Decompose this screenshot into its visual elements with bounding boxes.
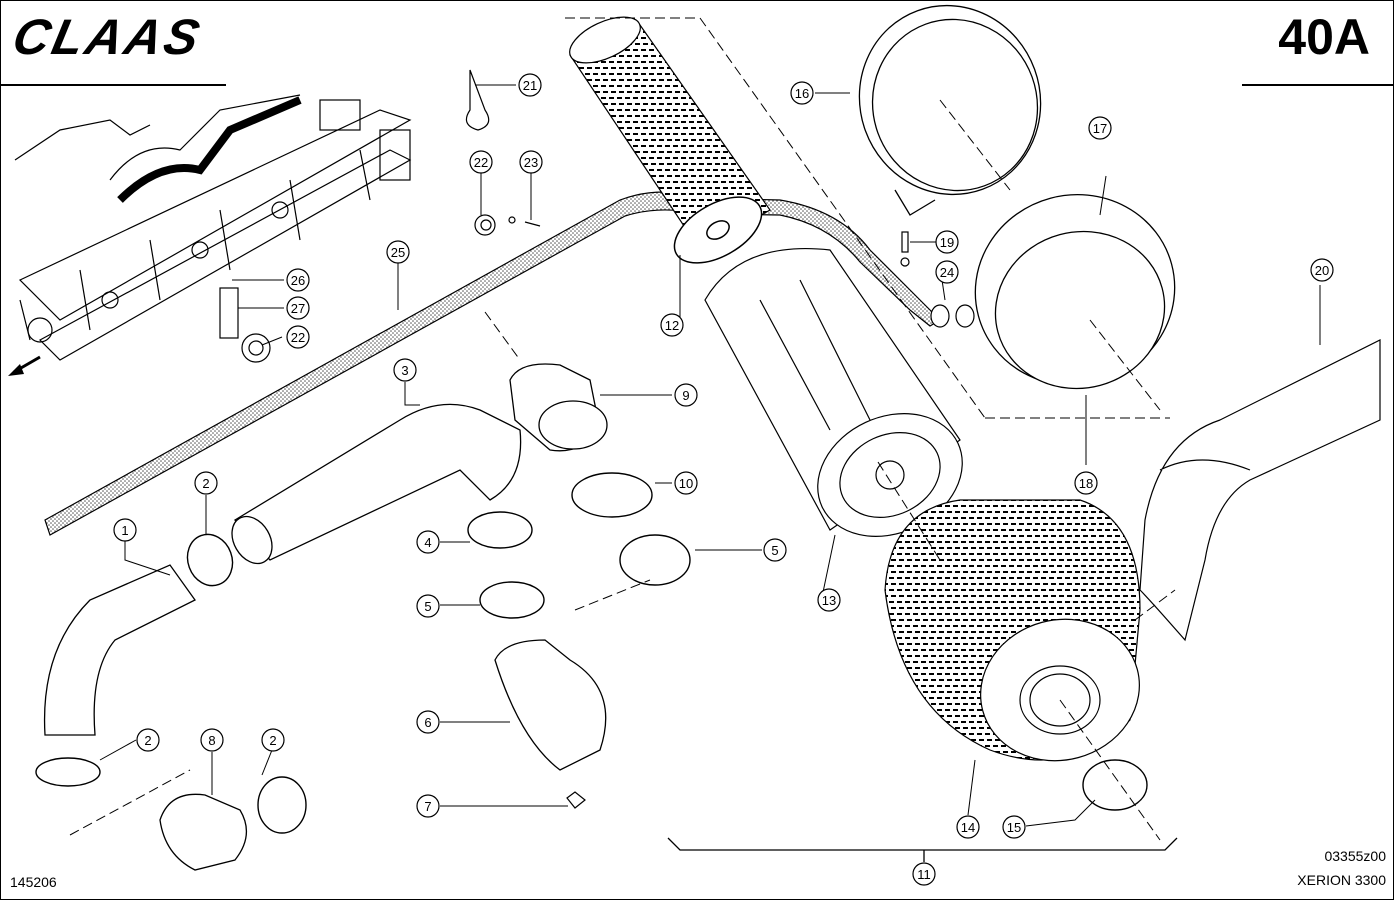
callout-2-a: 2: [194, 471, 218, 495]
svg-text:13: 13: [822, 593, 836, 608]
svg-text:5: 5: [424, 599, 431, 614]
svg-text:12: 12: [665, 318, 679, 333]
callout-5-a: 5: [416, 594, 440, 618]
callout-21: 21: [518, 73, 542, 97]
callout-12: 12: [660, 313, 684, 337]
callout-9: 9: [674, 383, 698, 407]
svg-text:1: 1: [121, 523, 128, 538]
svg-text:2: 2: [202, 476, 209, 491]
svg-text:21: 21: [523, 78, 537, 93]
svg-text:17: 17: [1093, 121, 1107, 136]
svg-text:2: 2: [269, 733, 276, 748]
callout-20: 20: [1310, 258, 1334, 282]
part-17-cover: [974, 194, 1176, 390]
svg-text:11: 11: [917, 867, 931, 882]
callout-22-a: 22: [469, 150, 493, 174]
callout-14: 14: [956, 815, 980, 839]
callout-2-b: 2: [136, 728, 160, 752]
svg-text:18: 18: [1079, 476, 1093, 491]
model-name: XERION 3300: [1297, 872, 1386, 888]
callout-23: 23: [519, 150, 543, 174]
callout-8: 8: [200, 728, 224, 752]
svg-text:26: 26: [291, 273, 305, 288]
drawing-number: 145206: [10, 874, 57, 890]
group-11-bracket: [667, 837, 1178, 862]
part-14-housing: [884, 499, 1141, 762]
svg-text:14: 14: [961, 820, 975, 835]
svg-text:10: 10: [679, 476, 693, 491]
arrow-left-down-icon: [8, 355, 41, 376]
callout-18: 18: [1074, 471, 1098, 495]
small-fasteners: [219, 69, 975, 363]
svg-text:6: 6: [424, 715, 431, 730]
callout-25: 25: [386, 240, 410, 264]
svg-text:5: 5: [771, 543, 778, 558]
part-7-plug: [566, 791, 586, 809]
svg-text:25: 25: [391, 245, 405, 260]
part-20-pipe: [1139, 339, 1381, 642]
part-13-main-filter: [704, 247, 963, 537]
svg-text:27: 27: [291, 301, 305, 316]
svg-text:23: 23: [524, 155, 538, 170]
svg-text:3: 3: [401, 363, 408, 378]
callout-10: 10: [674, 471, 698, 495]
callout-7: 7: [416, 794, 440, 818]
svg-text:22: 22: [291, 330, 305, 345]
callout-24: 24: [935, 260, 959, 284]
sheet-code: 40A: [1278, 9, 1370, 65]
callout-6: 6: [416, 710, 440, 734]
svg-text:9: 9: [682, 388, 689, 403]
assembly-centerlines: [69, 17, 1176, 841]
svg-text:15: 15: [1007, 820, 1021, 835]
svg-text:16: 16: [795, 86, 809, 101]
chassis-overview: [14, 94, 412, 361]
callout-1: 1: [113, 518, 137, 542]
callout-27: 27: [286, 296, 310, 320]
reference-code: 03355z00: [1324, 848, 1386, 864]
callout-13: 13: [817, 588, 841, 612]
svg-text:2: 2: [144, 733, 151, 748]
svg-text:22: 22: [474, 155, 488, 170]
svg-text:24: 24: [940, 265, 954, 280]
callout-2-c: 2: [261, 728, 285, 752]
svg-text:4: 4: [424, 535, 431, 550]
svg-text:19: 19: [940, 235, 954, 250]
hose-clamps: [35, 472, 1148, 834]
svg-text:8: 8: [208, 733, 215, 748]
hose-parts: [43, 363, 608, 871]
svg-text:20: 20: [1315, 263, 1329, 278]
callout-5-b: 5: [763, 538, 787, 562]
callout-17: 17: [1088, 116, 1112, 140]
callout-15: 15: [1002, 815, 1026, 839]
callout-3: 3: [393, 358, 417, 382]
svg-text:7: 7: [424, 799, 431, 814]
callout-19: 19: [935, 230, 959, 254]
callout-26: 26: [286, 268, 310, 292]
callout-22-b: 22: [286, 325, 310, 349]
callout-16: 16: [790, 81, 814, 105]
callout-11: 11: [912, 862, 936, 886]
part-16-clamp-band: [858, 4, 1042, 216]
part-12-filter-cartridge: [569, 16, 771, 264]
callout-4: 4: [416, 530, 440, 554]
